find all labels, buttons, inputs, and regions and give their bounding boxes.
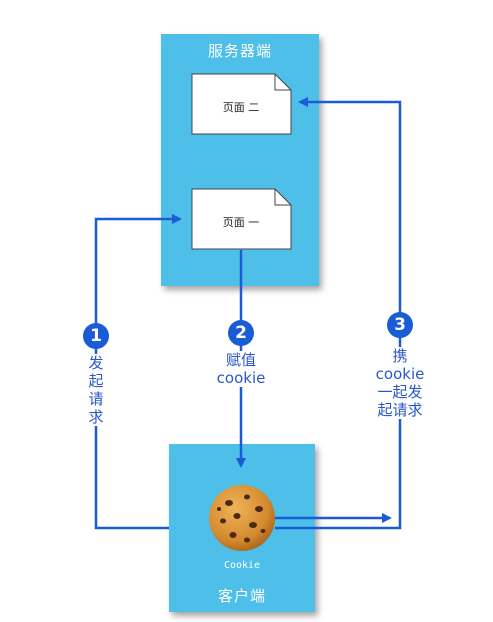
step-3-label: 携 cookie 一起发 起请求 (366, 347, 434, 419)
step-2-line-1: 赋值 (225, 351, 256, 369)
step-2-label: 赋值 cookie (205, 351, 277, 387)
page-one-label: 页面 一 (222, 216, 260, 229)
page-two-label: 页面 二 (222, 101, 260, 114)
step-3-line-3: 一起发 (377, 383, 423, 401)
step-1-label: 发起请求 (87, 354, 105, 426)
step-2-badge: 2 (228, 320, 254, 346)
request-arrow (94, 214, 182, 530)
step-2-line-2: cookie (216, 369, 266, 387)
page-two-doc: 页面 二 (191, 73, 293, 135)
document-icon (191, 188, 292, 250)
step-3-badge: 3 (387, 312, 413, 338)
step-1-badge: 1 (83, 323, 109, 349)
client-title: 客户端 (217, 587, 266, 605)
step-3-line-1: 携 (392, 347, 408, 365)
cookie-icon (207, 483, 277, 553)
document-icon (191, 73, 292, 135)
page-one-doc: 页面 一 (191, 188, 293, 250)
step-3-line-4: 起请求 (377, 401, 423, 419)
server-title: 服务器端 (207, 42, 272, 60)
request-with-cookie-arrow (275, 97, 402, 530)
cookie-caption: Cookie (223, 560, 261, 571)
step-3-line-2: cookie (375, 365, 425, 383)
